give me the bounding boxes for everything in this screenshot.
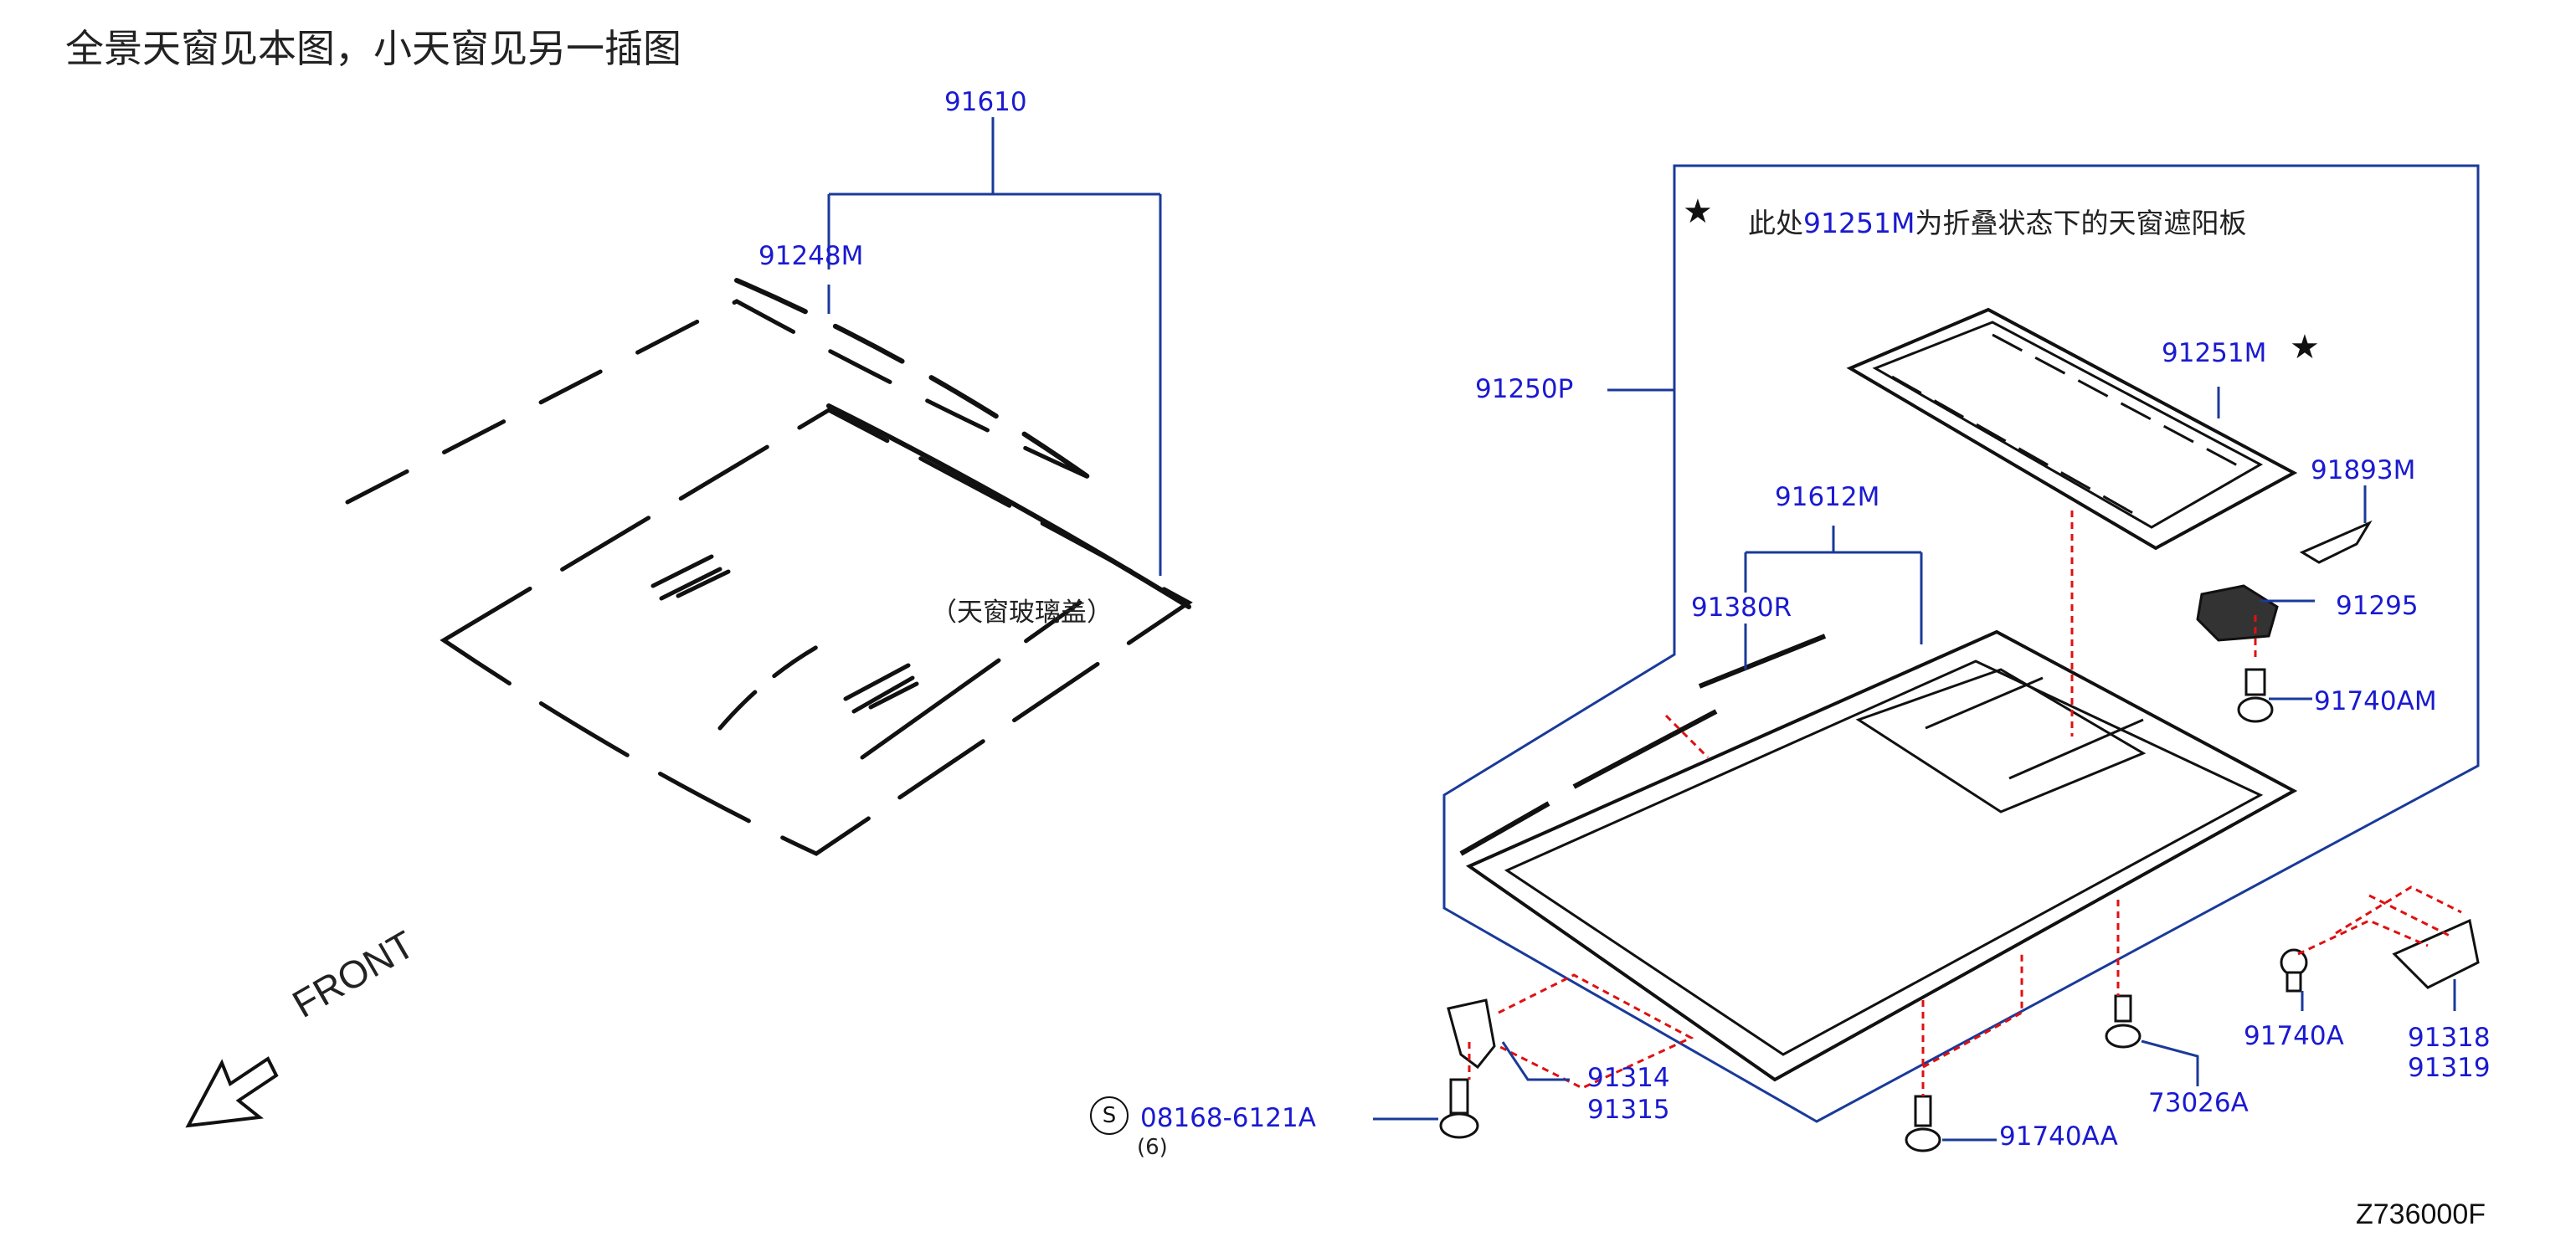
glass-note: （天窗玻璃盖） <box>931 598 1113 628</box>
frame-assembly-enclosure <box>1442 164 2480 1123</box>
part-91380R[interactable]: 91380R <box>1691 593 1792 623</box>
star-icon-2: ★ <box>2290 328 2320 367</box>
small-parts-illustration <box>1439 520 2480 1152</box>
part-91319[interactable]: 91319 <box>2408 1053 2491 1083</box>
part-91295[interactable]: 91295 <box>2336 591 2419 621</box>
front-direction-arrow <box>185 1056 279 1128</box>
part-73026A[interactable]: 73026A <box>2148 1088 2249 1118</box>
assembly-guide-lines <box>1468 511 2462 1096</box>
diagram-number: Z736000F <box>2356 1198 2486 1230</box>
sunshade-panel-illustration <box>1846 307 2298 551</box>
star-note: 此处91251M为折叠状态下的天窗遮阳板 <box>1748 207 2247 239</box>
part-08168-6121A[interactable]: 08168-6121A <box>1140 1103 1316 1133</box>
part-91314[interactable]: 91314 <box>1587 1063 1670 1093</box>
part-91740AA[interactable]: 91740AA <box>1999 1121 2118 1152</box>
sunroof-frame-illustration <box>1459 629 2298 1082</box>
part-91740A[interactable]: 91740A <box>2244 1021 2344 1051</box>
s-circle-icon: S <box>1090 1096 1129 1135</box>
part-91610[interactable]: 91610 <box>944 87 1027 117</box>
part-91612M[interactable]: 91612M <box>1775 482 1880 512</box>
part-91315[interactable]: 91315 <box>1587 1095 1670 1125</box>
sunroof-glass-illustration <box>345 278 1193 856</box>
part-91251M[interactable]: 91251M <box>2162 338 2267 368</box>
part-91318[interactable]: 91318 <box>2408 1023 2491 1053</box>
screw-quantity: (6) <box>1137 1135 1168 1160</box>
star-icon: ★ <box>1683 192 1713 231</box>
part-91893M[interactable]: 91893M <box>2311 455 2416 485</box>
glass-leader-lines <box>827 117 1162 576</box>
frame-leader-lines <box>1373 387 2456 1142</box>
part-91740AM[interactable]: 91740AM <box>2314 686 2437 716</box>
page-title: 全景天窗见本图，小天窗见另一插图 <box>65 26 681 71</box>
part-91248M[interactable]: 91248M <box>758 241 864 271</box>
part-91250P[interactable]: 91250P <box>1475 374 1574 404</box>
